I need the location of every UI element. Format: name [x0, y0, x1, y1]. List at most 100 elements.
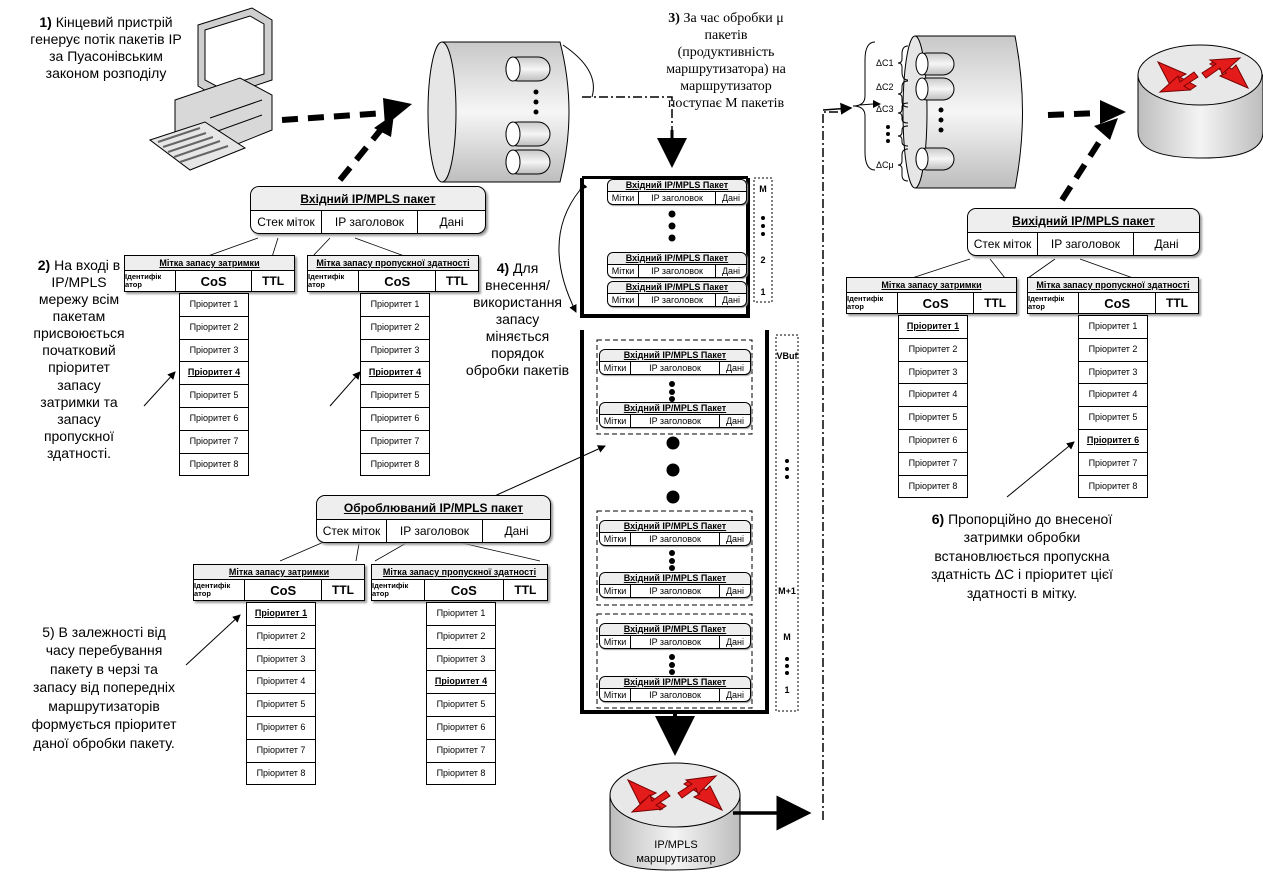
queue-1-label: 1 — [760, 287, 766, 297]
priority-item: Пріоритет 4 — [180, 362, 248, 386]
priority-item: Пріоритет 7 — [427, 740, 495, 763]
priority-item: Пріоритет 8 — [370, 458, 420, 469]
priority-item: Пріоритет 1 — [427, 603, 495, 626]
priority-item: Пріоритет 6 — [427, 717, 495, 740]
ip-header-cell: IP заголовок — [631, 362, 720, 374]
identifier-cell: Ідентифік атор — [1028, 293, 1080, 313]
labels-cell: Мітки — [600, 636, 631, 648]
ip-header-cell: IP заголовок — [639, 265, 716, 277]
priority-item: Пріоритет 8 — [1088, 480, 1138, 491]
data-cell: Дані — [725, 690, 745, 700]
priority-item: Пріоритет 4 — [361, 362, 429, 386]
ttl-cell: TTL — [332, 583, 354, 597]
input-buffer-cylinder — [427, 41, 570, 183]
queue-index-bar — [753, 177, 773, 303]
bandwidth-label-output: Мітка запасу пропускної здатності Іденти… — [1027, 277, 1199, 314]
priority-item: Пріоритет 1 — [361, 294, 429, 317]
priority-item: Пріоритет 3 — [247, 649, 315, 672]
bandwidth-label-title: Мітка запасу пропускної здатності — [1028, 278, 1198, 293]
data-cell: Дані — [725, 534, 745, 544]
priority-item: Пріоритет 3 — [361, 340, 429, 363]
cos-cell: CoS — [898, 293, 975, 313]
vbuf-m-plus-1-label: M+1 — [778, 586, 796, 596]
ip-header-cell: IP заголовок — [631, 585, 720, 597]
data-cell: Дані — [721, 266, 741, 276]
priority-item: Пріоритет 1 — [180, 294, 248, 317]
queue-m-label: M — [759, 184, 767, 194]
bandwidth-label-processed: Мітка запасу пропускної здатності Іденти… — [371, 564, 548, 601]
data-cell: Дані — [725, 586, 745, 596]
data-cell: Дані — [721, 193, 741, 203]
input-packet-title: Вхідний IP/MPLS пакет — [251, 187, 485, 211]
priority-item: Пріоритет 1 — [899, 316, 967, 339]
queue-packet-title: Вхідний IP/MPLS Пакет — [600, 624, 750, 636]
router-label-line1: IP/MPLS — [654, 839, 698, 851]
label-stack-cell: Стек міток — [251, 211, 322, 233]
output-buffer-cylinder — [852, 35, 1023, 189]
priority-item: Пріоритет 7 — [361, 431, 429, 454]
priority-item: Пріоритет 1 — [247, 603, 315, 626]
bandwidth-label-title: Мітка запасу пропускної здатності — [308, 256, 478, 271]
priority-item: Пріоритет 4 — [899, 384, 967, 408]
step-2-text: 2) На вході в IP/MPLS мережу всім пакета… — [33, 257, 125, 461]
router-icon-main — [609, 762, 741, 871]
queue-packet-title: Вхідний IP/MPLS Пакет — [608, 180, 746, 192]
priority-item: Пріоритет 2 — [247, 626, 315, 649]
identifier-cell: Ідентифік атор — [125, 271, 177, 291]
data-cell: Дані — [725, 363, 745, 373]
queue-packet-title: Вхідний IP/MPLS Пакет — [608, 282, 746, 294]
priority-item: Пріоритет 6 — [247, 717, 315, 740]
priority-item: Пріоритет 8 — [436, 767, 486, 778]
delta-c3-label: ΔC3 — [876, 104, 894, 114]
priority-item: Пріоритет 2 — [361, 317, 429, 340]
router-label-line2: маршрутизатор — [636, 853, 716, 865]
priority-item: Пріоритет 6 — [1079, 430, 1147, 453]
vbuf-1-label: 1 — [784, 685, 790, 695]
priority-item: Пріоритет 5 — [899, 407, 967, 430]
ip-header-cell: IP заголовок — [631, 636, 720, 648]
labels-cell: Мітки — [600, 415, 631, 427]
priority-item: Пріоритет 6 — [899, 430, 967, 453]
queue-packet-title: Вхідний IP/MPLS Пакет — [600, 403, 750, 415]
priority-item: Пріоритет 7 — [1079, 453, 1147, 476]
label-stack-cell: Стек міток — [317, 520, 387, 542]
identifier-cell: Ідентифік атор — [847, 293, 899, 313]
cos-cell: CoS — [1079, 293, 1156, 313]
labels-cell: Мітки — [600, 533, 631, 545]
priority-item: Пріоритет 3 — [899, 362, 967, 385]
computer-icon — [148, 7, 273, 171]
delay-label-title: Мітка запасу затримки — [847, 278, 1016, 293]
priority-item: Пріоритет 3 — [1079, 362, 1147, 385]
data-cell: Дані — [1154, 237, 1179, 251]
priority-item: Пріоритет 5 — [1079, 407, 1147, 430]
queue-packet-title: Вхідний IP/MPLS Пакет — [600, 521, 750, 533]
router-label: IP/MPLS маршрутизатор — [622, 838, 730, 866]
step-4-text: 4) Для внесення/ використання запасу мін… — [465, 260, 570, 379]
identifier-cell: Ідентифік атор — [194, 580, 246, 600]
labels-cell: Мітки — [600, 585, 631, 597]
priority-item: Пріоритет 4 — [427, 671, 495, 695]
priority-item: Пріоритет 8 — [256, 767, 306, 778]
ttl-cell: TTL — [514, 583, 537, 597]
labels-cell: Мітки — [608, 294, 639, 306]
priority-item: Пріоритет 1 — [1079, 316, 1147, 339]
ip-header-cell: IP заголовок — [1038, 233, 1134, 255]
processed-packet-title: Оброблюваний IP/MPLS пакет — [317, 496, 550, 520]
step-6-text: 6) Пропорційно до внесеної затримки обро… — [931, 511, 1113, 601]
ip-header-cell: IP заголовок — [322, 211, 418, 233]
vbuf-m-label: M — [783, 632, 791, 642]
queue-packet-title: Вхідний IP/MPLS Пакет — [600, 677, 750, 689]
ip-header-cell: IP заголовок — [631, 533, 720, 545]
identifier-cell: Ідентифік атор — [372, 580, 425, 600]
priority-item: Пріоритет 3 — [180, 340, 248, 363]
priority-item: Пріоритет 6 — [361, 408, 429, 431]
delta-c1-label: ΔC1 — [876, 58, 894, 68]
